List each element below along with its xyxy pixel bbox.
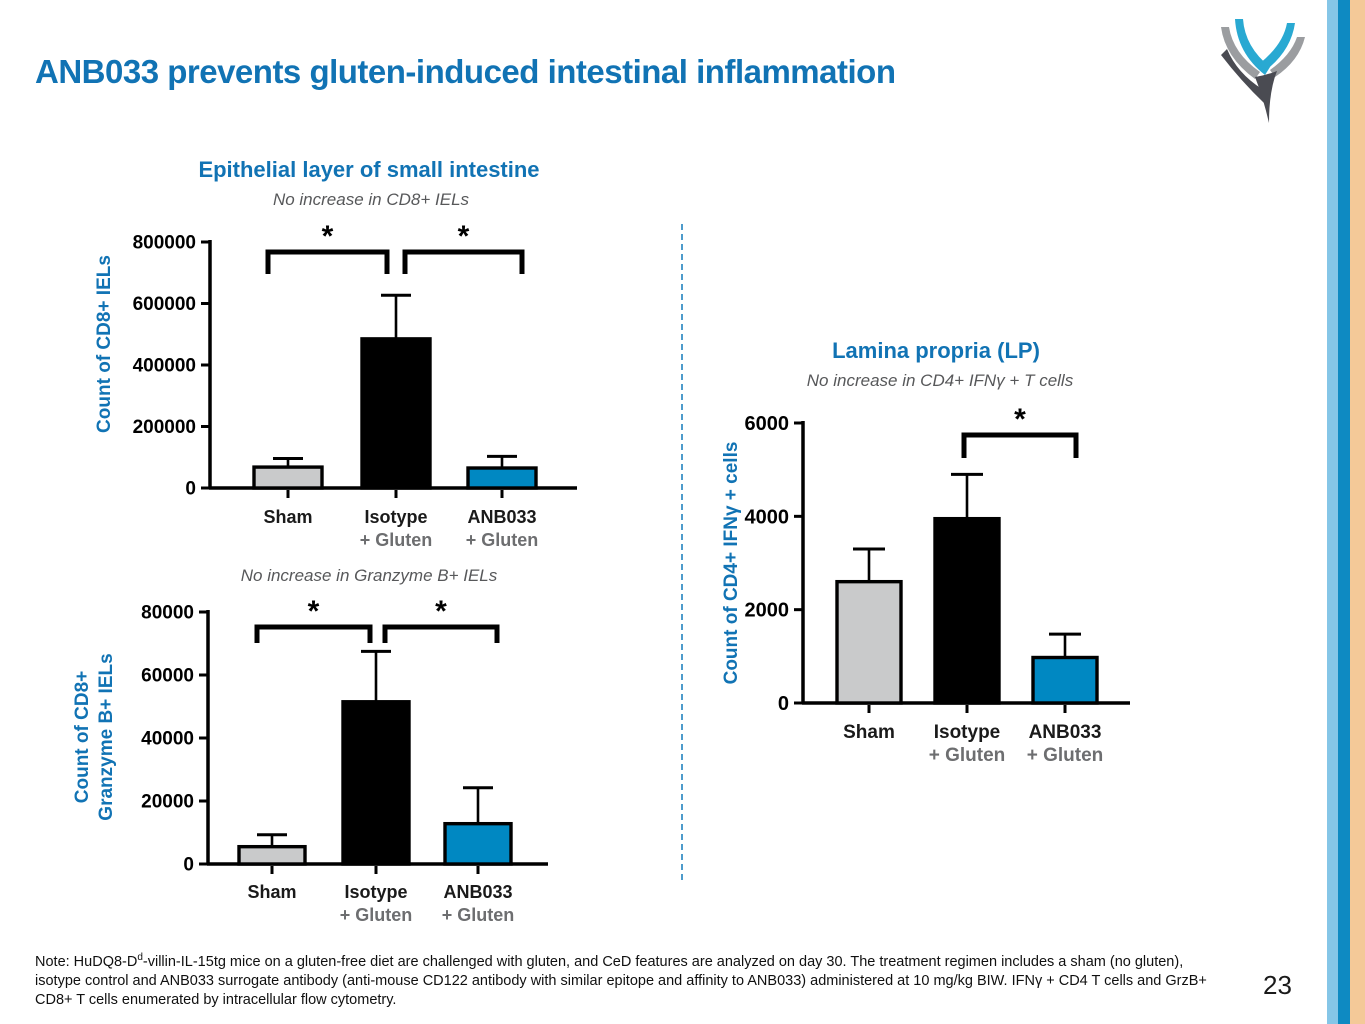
logo-right-dark-tail [1255, 71, 1277, 123]
y-tick-label: 80000 [141, 603, 194, 624]
edge-stripe-dark-blue [1338, 0, 1350, 1024]
footnote-line1-pre: Note: HuDQ8-D [35, 953, 138, 970]
category-label-sham: Sham [247, 882, 296, 902]
category-label-isotype: Isotype [344, 882, 407, 902]
category-label-anb033: ANB033 [1029, 722, 1102, 743]
logo-left-gray-swoosh [1221, 27, 1260, 79]
significance-asterisk: * [435, 595, 447, 628]
y-tick-label: 600000 [133, 294, 196, 315]
logo-left-teal-swoosh [1235, 19, 1270, 75]
footnote-line2: includes a sham (no gluten), isotype con… [35, 953, 1184, 989]
y-tick-label: 40000 [141, 729, 194, 750]
bar-anb033 [443, 821, 513, 866]
category-sublabel-isotype: + Gluten [340, 905, 413, 925]
category-label-sham: Sham [263, 507, 312, 527]
y-tick-label: 0 [778, 693, 789, 715]
edge-stripe-light-blue [1327, 0, 1338, 1024]
y-axis-label: Count of CD4+ IFNγ + cells [721, 442, 742, 685]
chart2-subtitle: No increase in Granzyme B+ IELs [240, 566, 498, 585]
slide-title: ANB033 prevents gluten-induced intestina… [35, 53, 896, 90]
y-tick-label: 200000 [133, 417, 196, 438]
edge-stripe-tan [1350, 0, 1365, 1024]
bar-anb033 [1031, 655, 1099, 705]
category-label-sham: Sham [843, 722, 895, 743]
bar-isotype [360, 337, 432, 490]
bar-sham [237, 844, 307, 866]
footnote-line3: administered at 10 mg/kg BIW. IFNγ + CD4… [35, 972, 1207, 1008]
y-tick-label: 4000 [745, 506, 790, 528]
y-axis-label: Count of CD8+ IELs [94, 255, 115, 433]
bar-sham [252, 465, 324, 490]
significance-bracket [265, 249, 390, 274]
page-number: 23 [1263, 970, 1292, 1000]
significance-asterisk: * [458, 225, 470, 253]
significance-bracket [402, 249, 525, 274]
company-logo [1221, 19, 1305, 123]
bar-isotype [341, 700, 411, 866]
significance-asterisk: * [308, 595, 320, 628]
y-tick-label: 400000 [133, 356, 196, 377]
category-sublabel-isotype: + Gluten [929, 745, 1006, 766]
y-axis-label: Count of CD8+ [72, 671, 93, 803]
logo-left-dark-swoosh [1221, 49, 1264, 103]
y-axis-label: Granzyme B+ IELs [96, 653, 117, 820]
category-label-anb033: ANB033 [443, 882, 512, 902]
y-tick-label: 2000 [745, 600, 790, 622]
category-sublabel-isotype: + Gluten [360, 530, 433, 550]
logo-right-teal-swoosh [1259, 23, 1295, 71]
category-label-anb033: ANB033 [467, 507, 536, 527]
significance-bracket [254, 624, 373, 643]
significance-asterisk: * [1014, 403, 1026, 436]
significance-bracket [961, 432, 1079, 458]
footnote-superscript-d: d [137, 952, 143, 963]
bar-anb033 [466, 466, 538, 490]
section-heading-epithelial: Epithelial layer of small intestine [198, 157, 540, 182]
footnote-line1-post: -villin-IL-15tg mice on a gluten-free di… [142, 953, 998, 970]
y-tick-label: 800000 [133, 233, 196, 254]
chart1-subtitle: No increase in CD8+ IELs [272, 190, 470, 209]
y-tick-label: 20000 [141, 792, 194, 813]
category-label-isotype: Isotype [364, 507, 427, 527]
footnote: Note: HuDQ8-Dd-villin-IL-15tg mice on a … [35, 948, 1210, 1010]
y-tick-label: 6000 [745, 413, 790, 435]
bar-isotype [933, 516, 1001, 705]
y-tick-label: 0 [183, 855, 194, 876]
bar-sham [835, 579, 903, 705]
chart3-subtitle: No increase in CD4+ IFNγ + T cells [806, 371, 1074, 390]
section-heading-lamina-propria: Lamina propria (LP) [832, 338, 1040, 363]
y-tick-label: 60000 [141, 666, 194, 687]
y-tick-label: 0 [185, 479, 196, 500]
category-sublabel-anb033: + Gluten [1027, 745, 1104, 766]
category-sublabel-anb033: + Gluten [442, 905, 515, 925]
section-divider-dashed-line [681, 224, 683, 880]
significance-asterisk: * [322, 225, 334, 253]
significance-bracket [382, 624, 500, 643]
category-label-isotype: Isotype [934, 722, 1001, 743]
category-sublabel-anb033: + Gluten [466, 530, 539, 550]
logo-right-gray-swoosh [1270, 37, 1305, 77]
